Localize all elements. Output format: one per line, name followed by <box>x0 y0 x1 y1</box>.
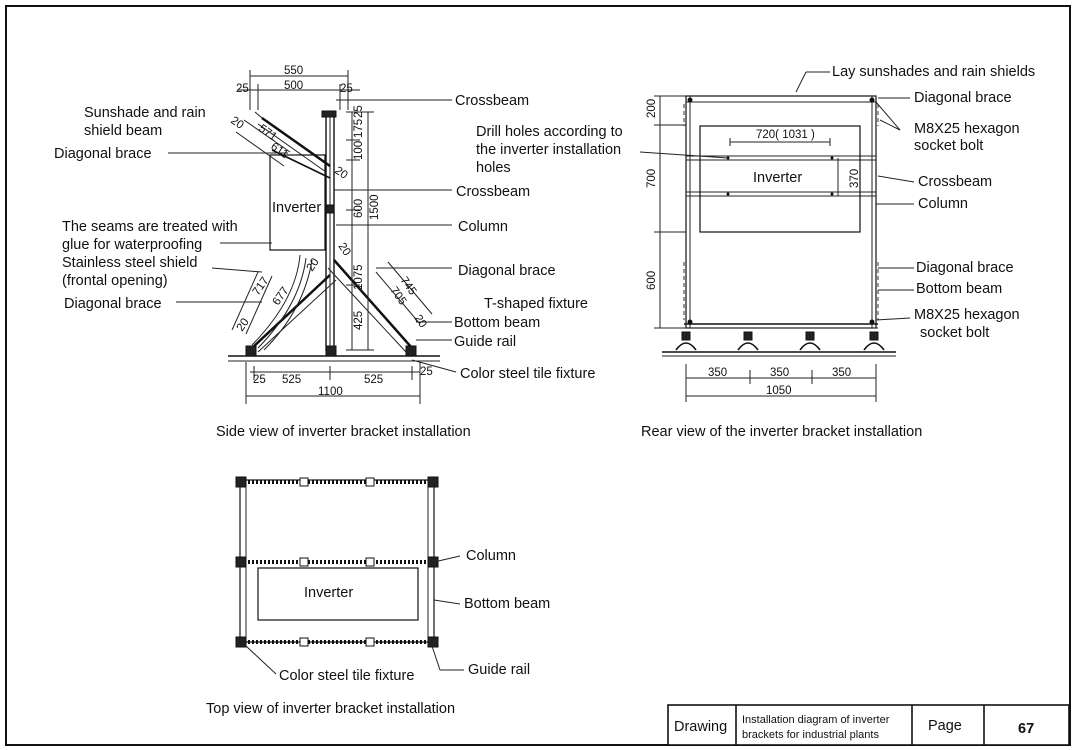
top-inverter-box <box>257 567 419 621</box>
side-label-stainless-2: (frontal opening) <box>62 273 168 289</box>
rear-view-caption: Rear view of the inverter bracket instal… <box>641 424 922 440</box>
dim-425: 425 <box>353 311 365 330</box>
rear-label-drill-3: holes <box>476 160 511 176</box>
dim-370: 370 <box>849 169 861 188</box>
side-label-t-fixture: T-shaped fixture <box>484 296 588 312</box>
rear-label-crossbeam: Crossbeam <box>918 174 992 190</box>
dim-350-c: 350 <box>832 367 851 379</box>
dim-25-br: 25 <box>420 366 433 378</box>
rear-label-bolt-bottom-2: socket bolt <box>920 325 989 341</box>
dim-20-a: 20 <box>228 115 245 132</box>
dim-720: 720( 1031 ) <box>756 129 815 141</box>
dim-25-vert: 25 <box>353 105 365 118</box>
dim-20-d: 20 <box>336 241 353 258</box>
top-label-color-tile: Color steel tile fixture <box>279 668 414 684</box>
title-description-2: brackets for industrial plants <box>742 729 879 741</box>
dim-1500: 1500 <box>369 194 381 220</box>
dim-175: 175 <box>353 119 365 138</box>
side-label-color-tile: Color steel tile fixture <box>460 366 595 382</box>
dim-200: 200 <box>646 99 658 118</box>
top-label-column: Column <box>466 548 516 564</box>
dim-1075: 1075 <box>353 264 365 290</box>
side-label-sunshade-1: Sunshade and rain <box>84 105 206 121</box>
dim-100: 100 <box>353 141 365 160</box>
top-inverter-label: Inverter <box>304 585 353 601</box>
side-label-guide-rail: Guide rail <box>454 334 516 350</box>
rear-label-bottom-beam: Bottom beam <box>916 281 1002 297</box>
title-block: Drawing Installation diagram of inverter… <box>667 704 1070 746</box>
rear-label-diagonal-bottom: Diagonal brace <box>916 260 1014 276</box>
rear-label-bolt-top-1: M8X25 hexagon <box>914 121 1020 137</box>
top-label-bottom-beam: Bottom beam <box>464 596 550 612</box>
rear-label-drill-1: Drill holes according to <box>476 124 623 140</box>
title-description-1: Installation diagram of inverter <box>742 714 890 726</box>
dim-550: 550 <box>284 65 303 77</box>
dim-677: 677 <box>271 285 292 308</box>
side-label-seams-1: The seams are treated with <box>62 219 238 235</box>
dim-25-right: 25 <box>340 83 353 95</box>
dim-1100: 1100 <box>318 386 343 398</box>
side-label-sunshade-2: shield beam <box>84 123 162 139</box>
side-label-diagonal-top: Diagonal brace <box>54 146 152 162</box>
rear-label-drill-2: the inverter installation <box>476 142 621 158</box>
side-label-crossbeam-mid: Crossbeam <box>456 184 530 200</box>
dim-1050: 1050 <box>766 385 792 397</box>
top-nodes <box>235 476 439 648</box>
side-diagonal-right <box>333 259 413 349</box>
side-inverter-label: Inverter <box>272 200 321 216</box>
sunshade-beam <box>261 116 331 168</box>
top-view: Inverter Column Bottom beam Color steel … <box>206 476 550 717</box>
side-label-column: Column <box>458 219 508 235</box>
side-inverter-box <box>269 154 326 251</box>
title-page-label: Page <box>928 718 962 734</box>
dim-350-a: 350 <box>708 367 727 379</box>
side-label-crossbeam-top: Crossbeam <box>455 93 529 109</box>
dim-525-right: 525 <box>364 374 383 386</box>
side-label-diagonal-right: Diagonal brace <box>458 263 556 279</box>
dim-717: 717 <box>251 275 272 298</box>
dim-600: 600 <box>353 199 365 218</box>
sheet-border <box>5 5 1071 746</box>
dim-600: 600 <box>646 271 658 290</box>
title-page-number: 67 <box>1018 721 1034 737</box>
side-diagonal-left <box>251 274 331 349</box>
side-label-seams-2: glue for waterproofing <box>62 237 202 253</box>
dim-700: 700 <box>646 169 658 188</box>
dim-500: 500 <box>284 80 303 92</box>
top-view-caption: Top view of inverter bracket installatio… <box>206 701 455 717</box>
dim-350-b: 350 <box>770 367 789 379</box>
rear-inverter-box <box>699 125 861 233</box>
rear-tile-fixtures <box>675 331 885 351</box>
rear-label-bolt-top-2: socket bolt <box>914 138 983 154</box>
rear-label-lay-sunshades: Lay sunshades and rain shields <box>832 64 1035 80</box>
top-label-guide-rail: Guide rail <box>468 662 530 678</box>
dim-20-b: 20 <box>332 165 349 182</box>
dim-25-bl: 25 <box>253 374 266 386</box>
side-label-stainless-1: Stainless steel shield <box>62 255 197 271</box>
rear-label-diagonal-top: Diagonal brace <box>914 90 1012 106</box>
side-view: 550 500 25 25 Inverter <box>54 65 595 440</box>
side-label-diagonal-left: Diagonal brace <box>64 296 162 312</box>
side-view-caption: Side view of inverter bracket installati… <box>216 424 471 440</box>
dim-25-left: 25 <box>236 83 249 95</box>
dim-525-left: 525 <box>282 374 301 386</box>
rear-inverter-label: Inverter <box>753 170 802 186</box>
rear-view: Inverter 720( 1031 ) 370 200 700 600 <box>476 64 1035 440</box>
rear-label-bolt-bottom-1: M8X25 hexagon <box>914 307 1020 323</box>
title-drawing-label: Drawing <box>674 719 727 735</box>
side-label-bottom-beam: Bottom beam <box>454 315 540 331</box>
dim-20-c: 20 <box>305 256 322 273</box>
rear-label-column: Column <box>918 196 968 212</box>
side-crossbeam-top <box>321 110 337 118</box>
